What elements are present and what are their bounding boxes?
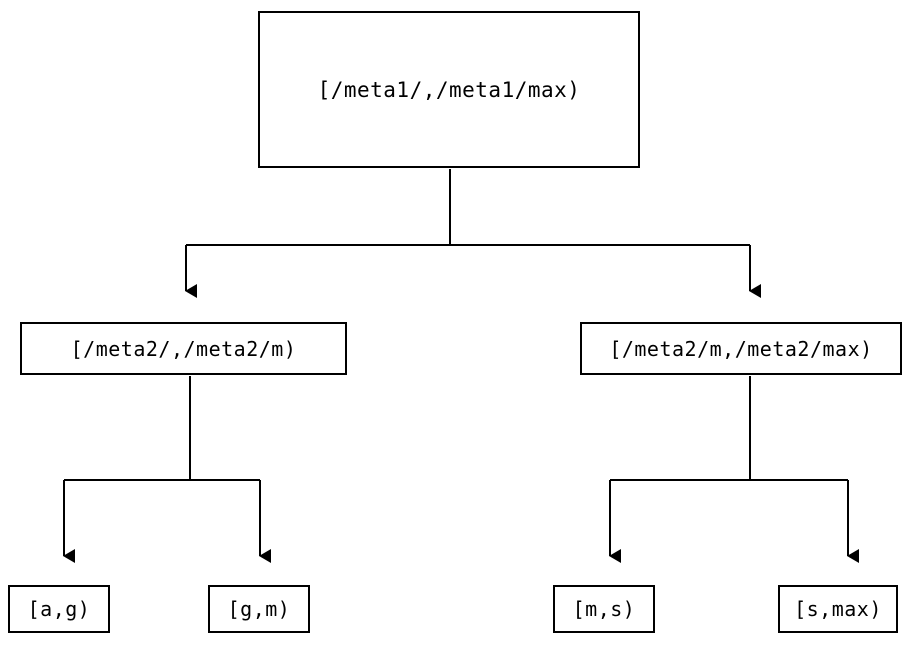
edge-midleft-to-leaves	[63, 376, 271, 563]
tree-node-mid-left-label: [/meta2/,/meta2/m)	[70, 336, 297, 361]
tree-node-mid-left: [/meta2/,/meta2/m)	[20, 322, 347, 375]
tree-leaf-node-label: [m,s)	[572, 597, 636, 621]
tree-leaf-node: [m,s)	[553, 585, 655, 633]
tree-node-root-label: [/meta1/,/meta1/max)	[317, 77, 581, 102]
tree-leaf-node-label: [a,g)	[27, 597, 91, 621]
tree-leaf-node-label: [g,m)	[227, 597, 291, 621]
tree-leaf-node-label: [s,max)	[794, 597, 882, 621]
tree-node-mid-right: [/meta2/m,/meta2/max)	[580, 322, 902, 375]
tree-leaf-node: [g,m)	[208, 585, 310, 633]
tree-leaf-node: [a,g)	[8, 585, 110, 633]
edge-root-to-level1	[185, 169, 761, 298]
tree-node-root: [/meta1/,/meta1/max)	[258, 11, 640, 168]
tree-leaf-node: [s,max)	[778, 585, 898, 633]
edge-midright-to-leaves	[609, 376, 859, 563]
tree-node-mid-right-label: [/meta2/m,/meta2/max)	[609, 336, 873, 361]
